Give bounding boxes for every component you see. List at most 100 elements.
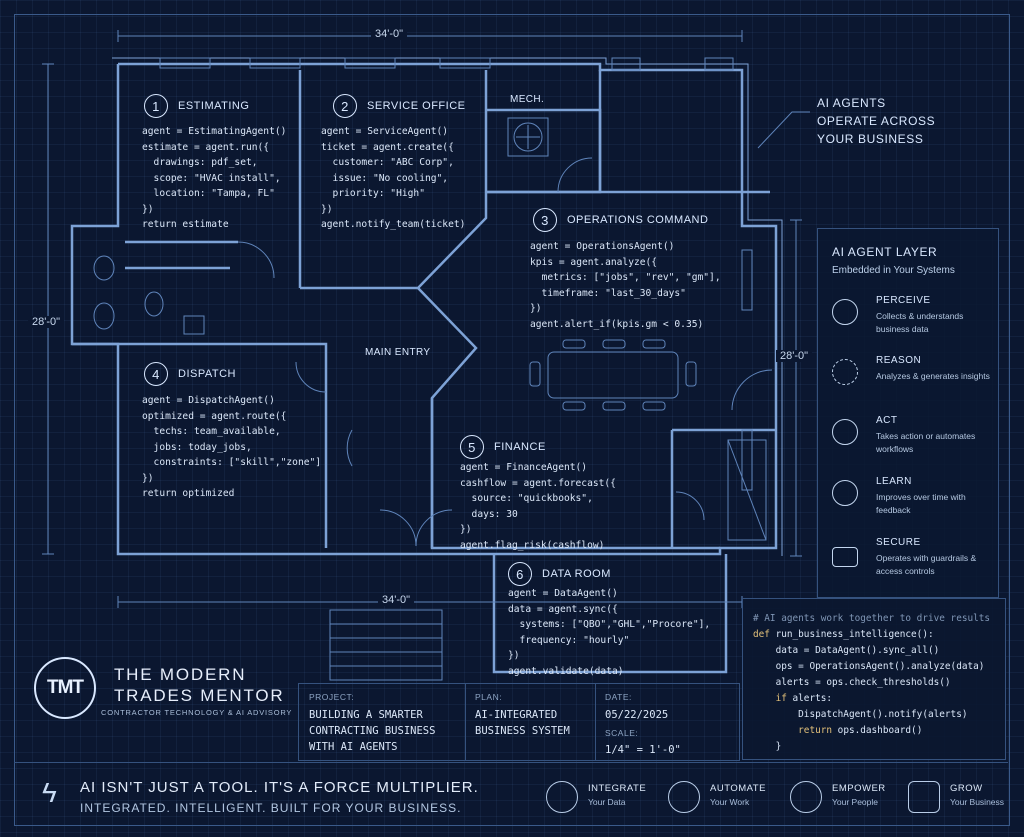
room-number-badge: 3 [533,208,557,232]
footer-item-grow: GROW Your Business [908,777,1018,817]
panel-item-learn: LEARN Improves over time with feedback [832,476,992,524]
code-line: alerts: [786,693,833,704]
brand-name: THE MODERN TRADES MENTOR [114,665,285,705]
code-line: alerts = ops.check_thresholds() [753,677,951,688]
footer-item-sub: Your Business [950,797,1005,807]
footer-item-title: EMPOWER [832,783,886,794]
room-data-room-heading: 6 DATA ROOM [508,562,611,586]
footer-subline: INTEGRATED. INTELLIGENT. BUILT FOR YOUR … [80,801,462,815]
mech-label: MECH. [510,94,545,105]
dimension-right: 28'-0" [776,350,813,362]
room-service-office-code: agent = ServiceAgent() ticket = agent.cr… [321,126,466,230]
room-finance-heading: 5 FINANCE [460,435,546,459]
room-operations-code: agent = OperationsAgent() kpis = agent.a… [530,241,721,330]
footer-headline: AI ISN'T JUST A TOOL. IT'S A FORCE MULTI… [80,779,479,796]
code-line: ops = OperationsAgent().analyze(data) [753,661,985,672]
footer-item-sub: Your Data [588,797,626,807]
footer-item-empower: EMPOWER Your People [790,777,900,817]
date-value: 05/22/2025 [605,709,669,721]
main-entry-label: MAIN ENTRY [365,347,431,358]
cycle-icon [832,480,858,506]
dimension-bottom: 34'-0" [378,594,415,606]
code-keyword: def [753,629,770,640]
brain-icon [832,359,858,385]
room-dispatch-code: agent = DispatchAgent() optimized = agen… [142,395,322,499]
code-line: ops.dashboard() [832,725,923,736]
code-comment: # AI agents work together to drive resul… [753,613,991,624]
panel-item-title: LEARN [876,476,912,487]
room-number-badge: 4 [144,362,168,386]
footer-item-sub: Your Work [710,797,750,807]
tmt-logo: TMT [34,657,96,719]
scale-label: SCALE: [605,728,639,738]
date-label: DATE: [605,692,632,702]
panel-item-reason: REASON Analyzes & generates insights [832,355,992,403]
panel-item-desc: Takes action or automates workflows [876,431,976,454]
footer-item-sub: Your People [832,797,879,807]
footer-item-integrate: INTEGRATE Your Data [546,777,656,817]
title-block-project: PROJECT: BUILDING A SMARTER CONTRACTING … [299,684,466,760]
room-name: SERVICE OFFICE [367,100,466,112]
workflow-code: # AI agents work together to drive resul… [753,611,990,755]
brand-tagline: CONTRACTOR TECHNOLOGY & AI ADVISORY [101,708,293,717]
footer: ϟ AI ISN'T JUST A TOOL. IT'S A FORCE MUL… [14,762,1008,825]
code-keyword: return [753,725,833,736]
room-number-badge: 1 [144,94,168,118]
ai-agent-layer-panel: AI AGENT LAYER Embedded in Your Systems … [817,228,999,598]
footer-item-title: INTEGRATE [588,783,647,794]
room-name: ESTIMATING [178,100,250,112]
panel-item-desc: Improves over time with feedback [876,492,966,515]
title-block-date: DATE: 05/22/2025 SCALE: 1/4" = 1'-0" [595,684,737,760]
room-operations-heading: 3 OPERATIONS COMMAND [533,208,708,232]
title-block: PROJECT: BUILDING A SMARTER CONTRACTING … [298,683,740,761]
panel-item-perceive: PERCEIVE Collects & understands business… [832,295,992,343]
lightning-bolt-icon: ϟ [42,777,57,808]
network-icon [546,781,578,813]
code-keyword: if [753,693,787,704]
code-line: } [753,741,782,752]
dimension-left: 28'-0" [28,316,65,328]
panel-item-title: REASON [876,355,922,366]
code-signature: run_business_intelligence(): [769,629,934,640]
panel-title: AI AGENT LAYER [832,245,938,259]
scale-value: 1/4" = 1'-0" [605,744,681,756]
dimension-top: 34'-0" [371,28,408,40]
room-dispatch-heading: 4 DISPATCH [144,362,236,386]
room-number-badge: 2 [333,94,357,118]
room-finance-code: agent = FinanceAgent() cashflow = agent.… [460,462,616,551]
code-line: DispatchAgent().notify(alerts) [753,709,968,720]
panel-item-desc: Operates with guardrails & access contro… [876,553,977,576]
ai-agents-callout: AI AGENTS OPERATE ACROSS YOUR BUSINESS [817,96,936,146]
eye-icon [832,299,858,325]
room-service-office-heading: 2 SERVICE OFFICE [333,94,465,118]
growth-chart-icon [908,781,940,813]
footer-item-automate: AUTOMATE Your Work [668,777,778,817]
room-name: OPERATIONS COMMAND [567,214,709,226]
panel-item-secure: SECURE Operates with guardrails & access… [832,537,992,585]
lock-icon [832,547,858,567]
room-name: FINANCE [494,441,546,453]
footer-item-title: AUTOMATE [710,783,766,794]
project-label: PROJECT: [309,692,355,702]
panel-item-title: PERCEIVE [876,295,931,306]
panel-item-act: ACT Takes action or automates workflows [832,415,992,463]
title-block-plan: PLAN: AI-INTEGRATED BUSINESS SYSTEM [465,684,596,760]
plan-label: PLAN: [475,692,503,702]
panel-item-title: ACT [876,415,898,426]
room-name: DATA ROOM [542,568,611,580]
code-line: data = DataAgent().sync_all() [753,645,940,656]
workflow-code-block: # AI agents work together to drive resul… [742,598,1006,760]
room-number-badge: 5 [460,435,484,459]
panel-item-title: SECURE [876,537,921,548]
panel-subtitle: Embedded in Your Systems [832,265,955,276]
people-icon [790,781,822,813]
footer-item-title: GROW [950,783,983,794]
room-name: DISPATCH [178,368,236,380]
room-number-badge: 6 [508,562,532,586]
room-data-room-code: agent = DataAgent() data = agent.sync({ … [508,588,711,677]
drawing-frame [14,14,1010,826]
gear-icon [668,781,700,813]
plan-value: AI-INTEGRATED BUSINESS SYSTEM [475,709,570,737]
panel-item-desc: Collects & understands business data [876,311,964,334]
